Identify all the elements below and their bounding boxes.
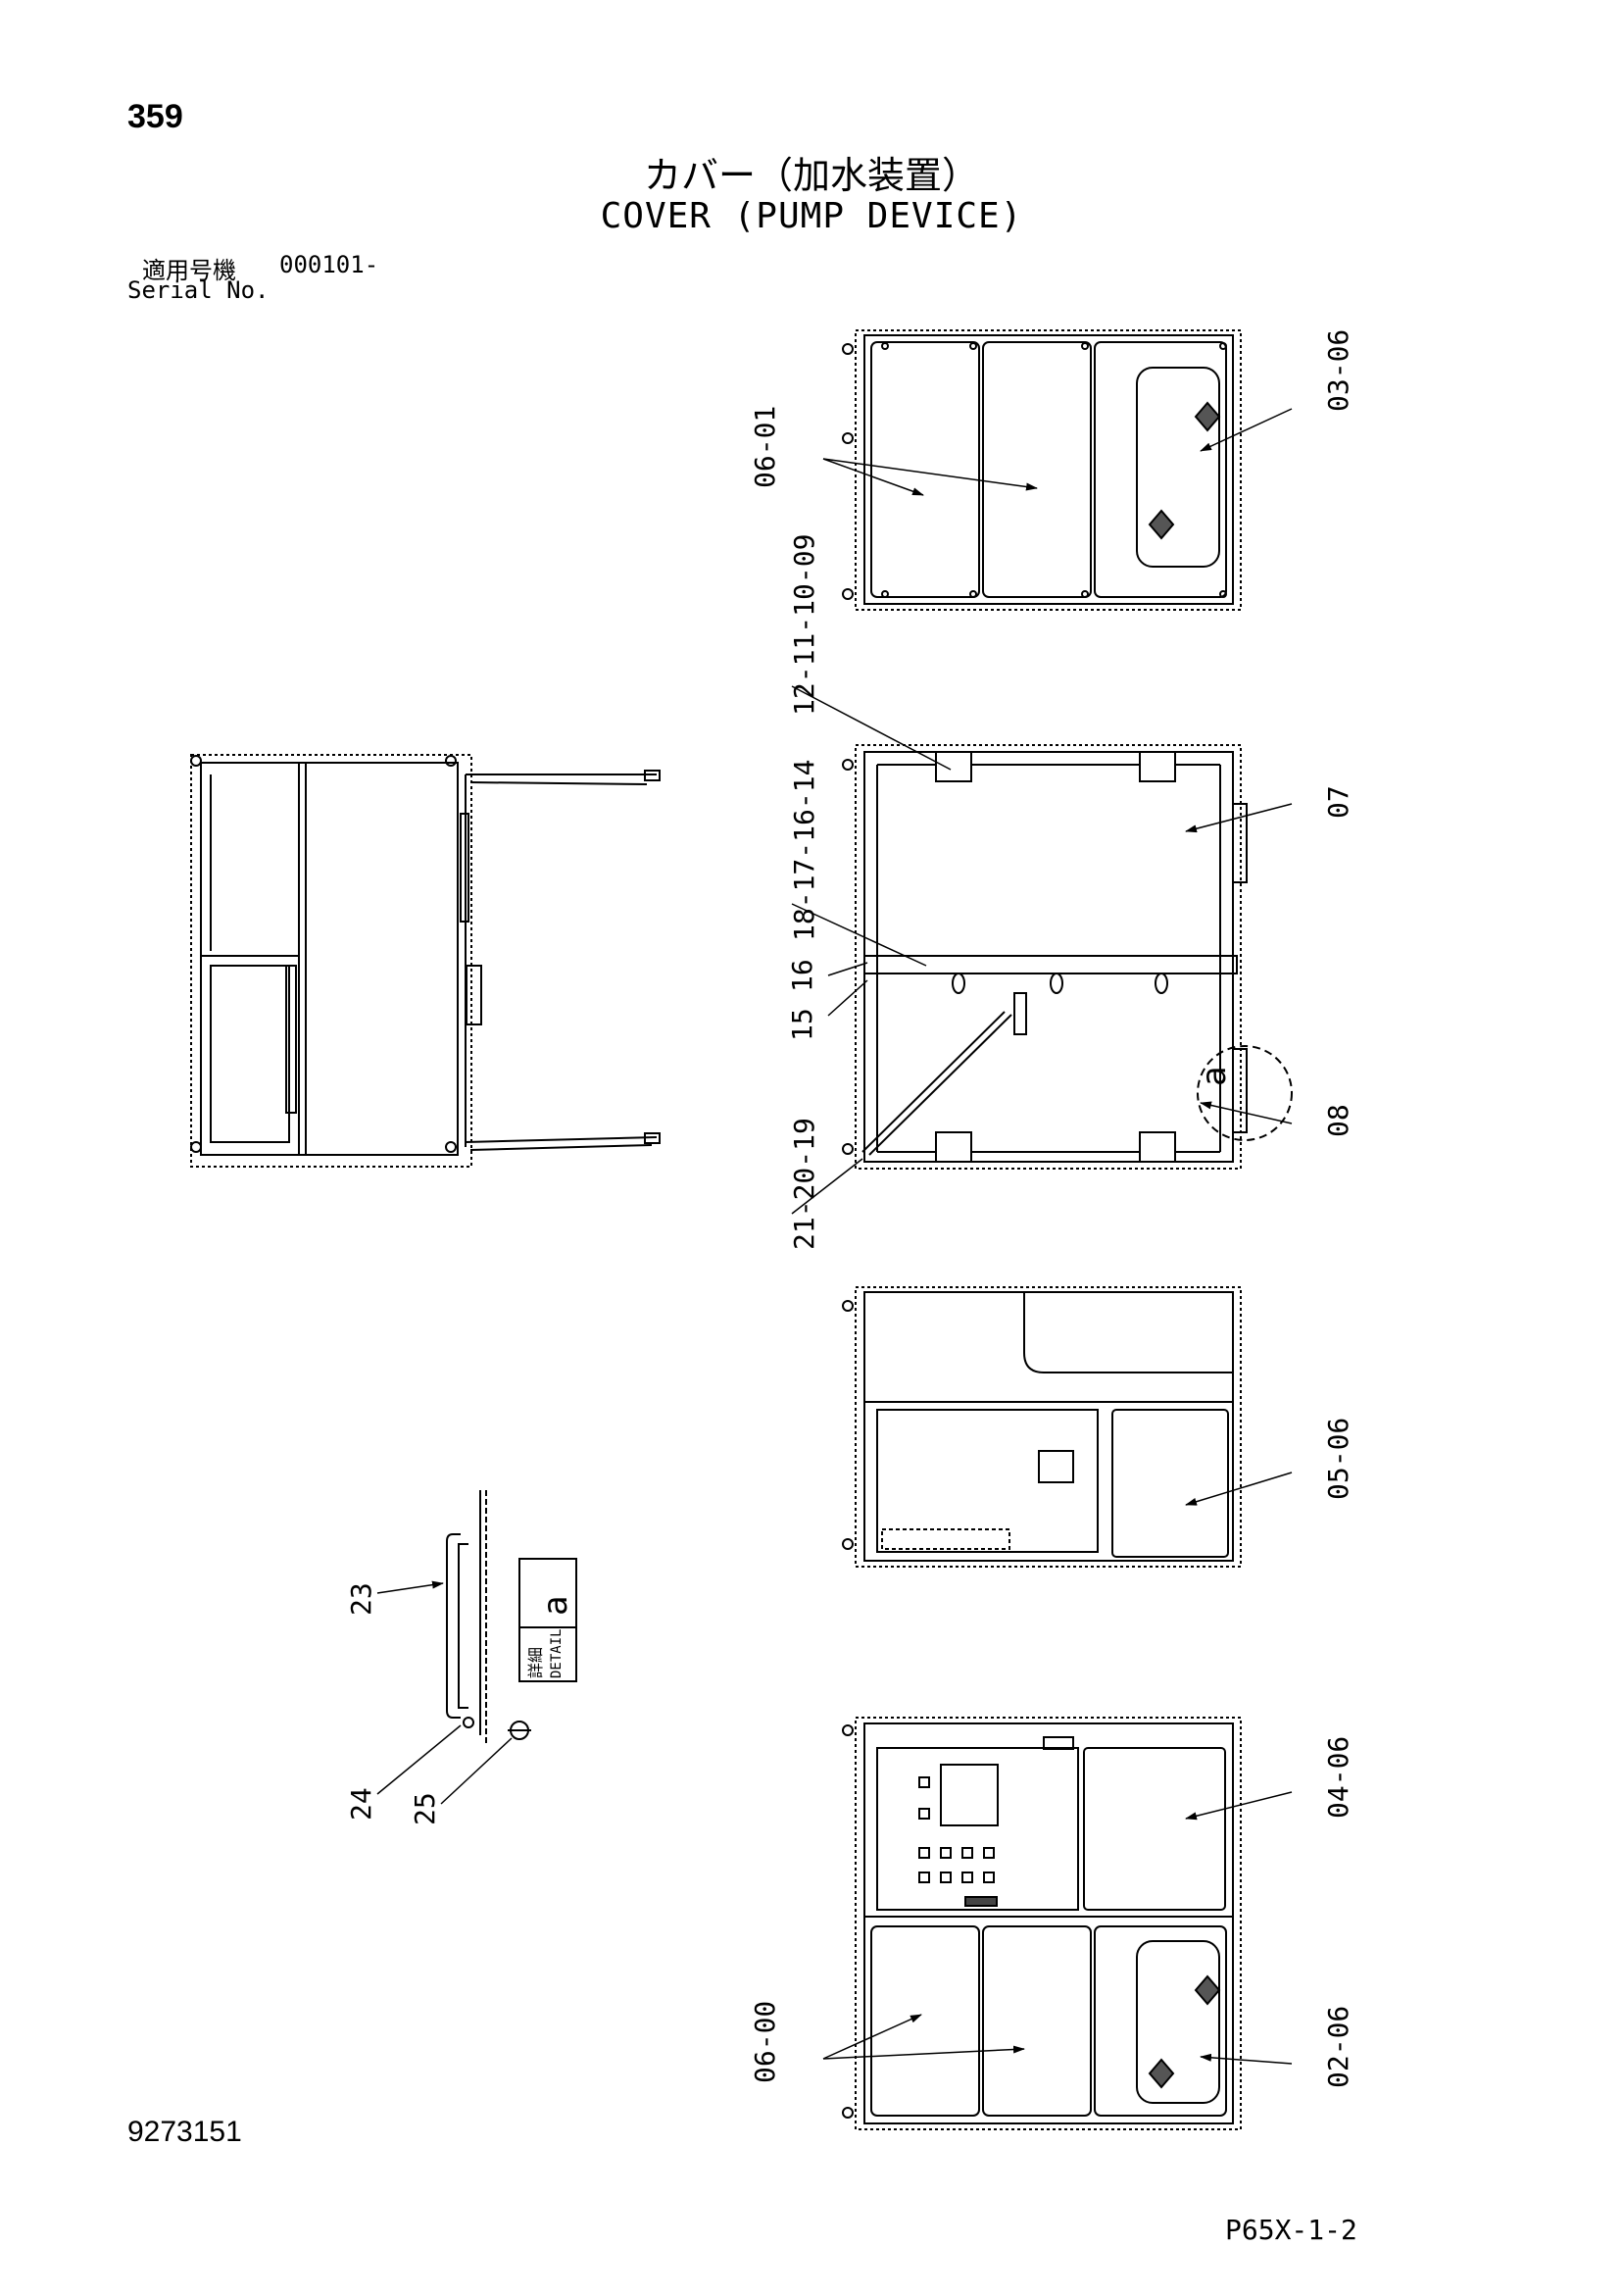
title-japanese: カバー（加水装置） bbox=[643, 154, 979, 197]
callout-a: a bbox=[1195, 1067, 1234, 1086]
side-view bbox=[190, 754, 661, 1168]
callout-bar: 18-17-16-14 bbox=[788, 760, 820, 941]
serial-label-english: Serial No. bbox=[127, 276, 270, 304]
frame-view bbox=[842, 744, 1293, 1170]
title-english: COVER (PUMP DEVICE) bbox=[600, 196, 1023, 236]
document-number: 9273151 bbox=[127, 2116, 242, 2148]
page-code: P65X-1-2 bbox=[1225, 2214, 1357, 2246]
callout-bottom-lower-left: 06-00 bbox=[749, 2001, 781, 2083]
detail-box-jp: 詳細 bbox=[526, 1647, 545, 1678]
callout-16: 16 bbox=[786, 959, 818, 992]
middle-panel-view bbox=[842, 1286, 1242, 1568]
callout-frame-top: 12-11-10-09 bbox=[788, 534, 820, 716]
callout-15: 15 bbox=[786, 1008, 818, 1041]
bottom-panel-view bbox=[842, 1717, 1242, 2130]
callout-25: 25 bbox=[409, 1792, 441, 1825]
page-number: 359 bbox=[127, 98, 183, 135]
callout-bottom-lower-right: 02-06 bbox=[1322, 2006, 1354, 2088]
callout-23: 23 bbox=[345, 1582, 377, 1616]
callout-frame-right-08: 08 bbox=[1322, 1104, 1354, 1137]
detail-a-view bbox=[446, 1490, 577, 1745]
callout-frame-right-07: 07 bbox=[1322, 785, 1354, 819]
serial-label-japanese: 適用号機 bbox=[142, 257, 236, 284]
callout-bottom-rod: 21-20-19 bbox=[788, 1118, 820, 1250]
leader-lines bbox=[376, 408, 1293, 2065]
serial-value: 000101- bbox=[279, 251, 379, 278]
callout-panel-mid-right: 05-06 bbox=[1322, 1418, 1354, 1500]
callout-top-panel-left: 06-01 bbox=[749, 406, 781, 488]
detail-box-en: DETAIL bbox=[549, 1628, 565, 1678]
callout-24: 24 bbox=[345, 1787, 377, 1821]
detail-box-letter: a bbox=[536, 1596, 575, 1616]
callout-top-panel-right: 03-06 bbox=[1322, 329, 1354, 412]
callout-bottom-upper-right: 04-06 bbox=[1322, 1736, 1354, 1819]
